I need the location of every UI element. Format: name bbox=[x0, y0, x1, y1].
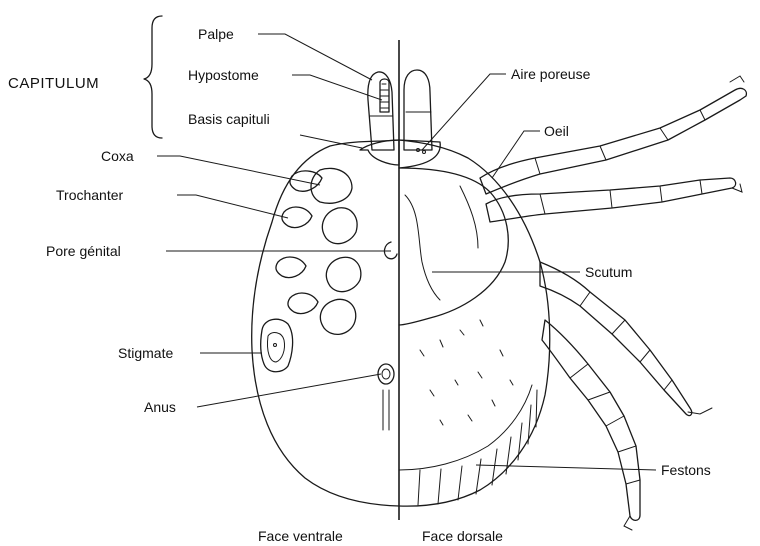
leader-lines bbox=[157, 34, 656, 470]
leader-anus bbox=[197, 374, 381, 407]
label-anus: Anus bbox=[144, 399, 176, 415]
label-festons: Festons bbox=[661, 462, 711, 478]
leader-festons bbox=[476, 465, 656, 470]
capitulum bbox=[360, 70, 440, 168]
label-scutum: Scutum bbox=[585, 264, 632, 280]
capitulum-group: CAPITULUM bbox=[8, 16, 162, 138]
stigmate-plate bbox=[261, 319, 293, 372]
label-face-ventrale: Face ventrale bbox=[258, 528, 343, 544]
label-oeil: Oeil bbox=[544, 123, 569, 139]
leader-trochanter bbox=[177, 195, 288, 218]
label-basis-capituli: Basis capituli bbox=[188, 111, 270, 127]
label-palpe: Palpe bbox=[198, 26, 234, 42]
dorsal-texture bbox=[420, 320, 513, 425]
capitulum-bracket bbox=[144, 16, 162, 138]
label-trochanter: Trochanter bbox=[56, 187, 124, 203]
leader-aire-poreuse bbox=[422, 74, 506, 150]
label-face-dorsale: Face dorsale bbox=[422, 528, 503, 544]
labels: Palpe Hypostome Basis capituli Coxa Troc… bbox=[46, 26, 711, 544]
body-outline bbox=[252, 140, 550, 506]
leader-coxa bbox=[157, 156, 320, 185]
label-aire-poreuse: Aire poreuse bbox=[511, 66, 591, 82]
leader-oeil bbox=[492, 131, 540, 178]
leader-palpe bbox=[258, 34, 372, 80]
label-hypostome: Hypostome bbox=[188, 67, 259, 83]
label-pore-genital: Pore génital bbox=[46, 243, 121, 259]
capitulum-label: CAPITULUM bbox=[8, 75, 99, 92]
genital-pore bbox=[384, 242, 397, 259]
label-coxa: Coxa bbox=[101, 148, 134, 164]
label-stigmate: Stigmate bbox=[118, 345, 173, 361]
festons bbox=[399, 385, 537, 505]
